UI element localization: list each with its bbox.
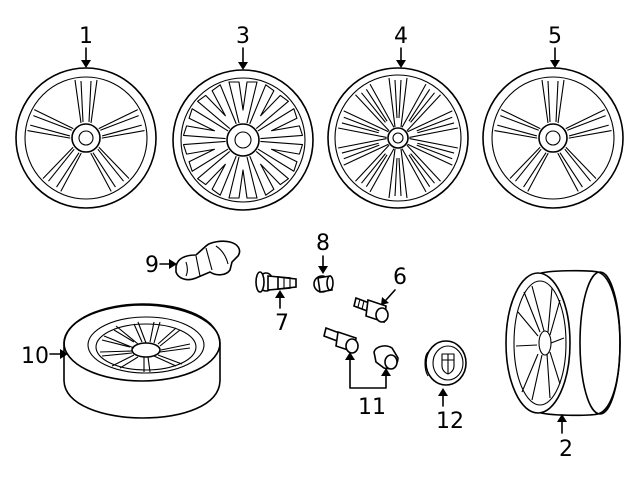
wheel-side-view-icon bbox=[505, 269, 621, 417]
label-5: 5 bbox=[548, 24, 562, 49]
valve-stem-icon bbox=[255, 271, 297, 293]
label-10: 10 bbox=[21, 344, 49, 369]
wheel-1-icon bbox=[16, 68, 156, 208]
spare-tire-icon bbox=[63, 303, 221, 419]
label-6: 6 bbox=[393, 265, 407, 290]
tire-pressure-sensor-icon bbox=[175, 240, 241, 281]
wheel-4-icon bbox=[328, 68, 468, 208]
lug-bolt-icon bbox=[353, 296, 389, 324]
label-12: 12 bbox=[436, 409, 464, 434]
center-cap-icon bbox=[424, 340, 467, 386]
label-3: 3 bbox=[236, 24, 250, 49]
label-8: 8 bbox=[316, 231, 330, 256]
label-2: 2 bbox=[559, 437, 573, 462]
valve-cap-icon bbox=[313, 275, 334, 293]
label-1: 1 bbox=[79, 24, 93, 49]
wheel-5-icon bbox=[483, 68, 623, 208]
label-7: 7 bbox=[275, 311, 289, 336]
label-9: 9 bbox=[145, 253, 159, 278]
locking-bolts-icon bbox=[323, 326, 399, 370]
wheel-3-icon bbox=[173, 70, 313, 210]
label-4: 4 bbox=[394, 24, 408, 49]
label-11: 11 bbox=[358, 395, 386, 420]
